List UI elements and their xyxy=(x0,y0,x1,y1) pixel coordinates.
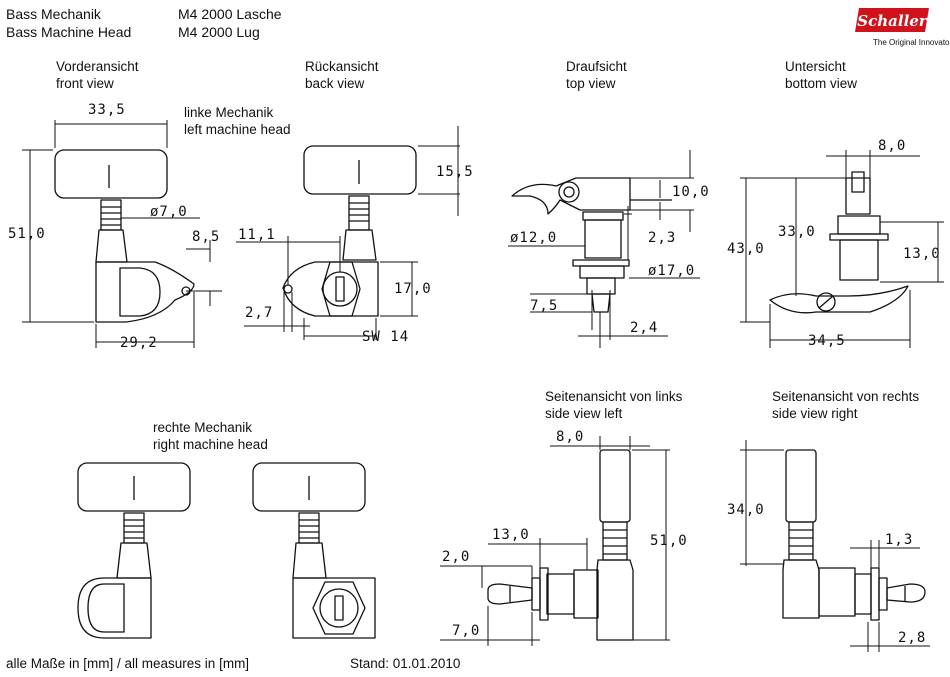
dim-side-right-34-0: 34,0 xyxy=(727,502,765,518)
brand-tagline: The Original Innovators xyxy=(873,38,950,47)
dim-side-right-2-8: 2,8 xyxy=(898,630,927,646)
label-side-left-de: Seitenansicht von links xyxy=(545,389,683,404)
dim-bottom-33-0: 33,0 xyxy=(778,224,816,240)
dim-top-2-4: 2,4 xyxy=(630,320,659,336)
top-view-drawing xyxy=(511,177,672,313)
label-front-en: front view xyxy=(56,76,114,91)
label-side-right-en: side view right xyxy=(772,406,858,421)
dim-back-knob-h: 15,5 xyxy=(436,164,474,180)
dim-bottom-13-0: 13,0 xyxy=(903,246,941,262)
label-top-de: Draufsicht xyxy=(566,59,627,74)
dim-top-d17: ø17,0 xyxy=(648,263,696,279)
label-top-en: top view xyxy=(566,76,616,91)
dim-top-7-5: 7,5 xyxy=(530,298,559,314)
front-view-drawing xyxy=(54,149,195,323)
dimension-lines xyxy=(22,120,944,652)
svg-text:Schaller: Schaller xyxy=(857,12,928,30)
dim-front-base: 29,2 xyxy=(120,335,158,351)
right-head-front-drawing xyxy=(77,462,191,639)
label-front-de: Vorderansicht xyxy=(56,59,139,74)
dim-back-lug-offset: 11,1 xyxy=(238,227,276,243)
dim-side-left-2-0: 2,0 xyxy=(442,549,471,565)
dim-bottom-8-0: 8,0 xyxy=(878,138,907,154)
dim-front-post: ø7,0 xyxy=(150,204,188,220)
dim-back-body-h: 17,0 xyxy=(394,281,432,297)
label-left-head-de: linke Mechanik xyxy=(184,105,274,120)
dim-side-left-7-0: 7,0 xyxy=(452,623,481,639)
label-back-de: Rückansicht xyxy=(305,59,379,74)
label-side-right-de: Seitenansicht von rechts xyxy=(772,389,920,404)
brand-logo: Schaller xyxy=(855,6,933,42)
label-right-head-en: right machine head xyxy=(153,437,268,452)
label-bottom-de: Untersicht xyxy=(785,59,846,74)
side-left-drawing xyxy=(487,449,634,641)
dim-bottom-43-0: 43,0 xyxy=(727,241,765,257)
footer-date: Stand: 01.01.2010 xyxy=(350,656,461,671)
dim-front-lug: 8,5 xyxy=(192,229,221,245)
dim-side-left-13-0: 13,0 xyxy=(492,527,530,543)
label-right-head-de: rechte Mechanik xyxy=(153,420,253,435)
dim-front-height: 51,0 xyxy=(8,226,46,242)
label-side-left-en: side view left xyxy=(545,406,623,421)
label-back-en: back view xyxy=(305,76,365,91)
dim-top-h1: 10,0 xyxy=(672,184,710,200)
dim-bottom-34-5: 34,5 xyxy=(808,333,846,349)
label-bottom-en: bottom view xyxy=(785,76,858,91)
dim-side-left-8-0: 8,0 xyxy=(556,429,585,445)
dim-front-width: 33,5 xyxy=(88,102,126,118)
dim-back-nut: SW 14 xyxy=(362,329,410,345)
label-left-head-en: left machine head xyxy=(184,122,291,137)
side-right-drawing xyxy=(782,449,926,621)
bottom-view-drawing xyxy=(769,171,909,314)
model-en: M4 2000 Lug xyxy=(178,24,260,40)
schaller-logo-mark: Schaller xyxy=(855,8,929,32)
dim-side-left-51-0: 51,0 xyxy=(650,533,688,549)
right-head-back-drawing xyxy=(252,462,376,639)
dim-side-right-1-3: 1,3 xyxy=(885,532,914,548)
dim-back-hole: 2,7 xyxy=(245,305,274,321)
title-en: Bass Machine Head xyxy=(6,24,132,40)
title-de: Bass Mechanik xyxy=(6,6,101,22)
dim-top-d12: ø12,0 xyxy=(510,230,558,246)
model-de: M4 2000 Lasche xyxy=(178,6,282,22)
dim-top-2-3: 2,3 xyxy=(648,230,677,246)
footer-measures: alle Maße in [mm] / all measures in [mm] xyxy=(6,656,250,671)
back-view-drawing xyxy=(282,145,417,317)
